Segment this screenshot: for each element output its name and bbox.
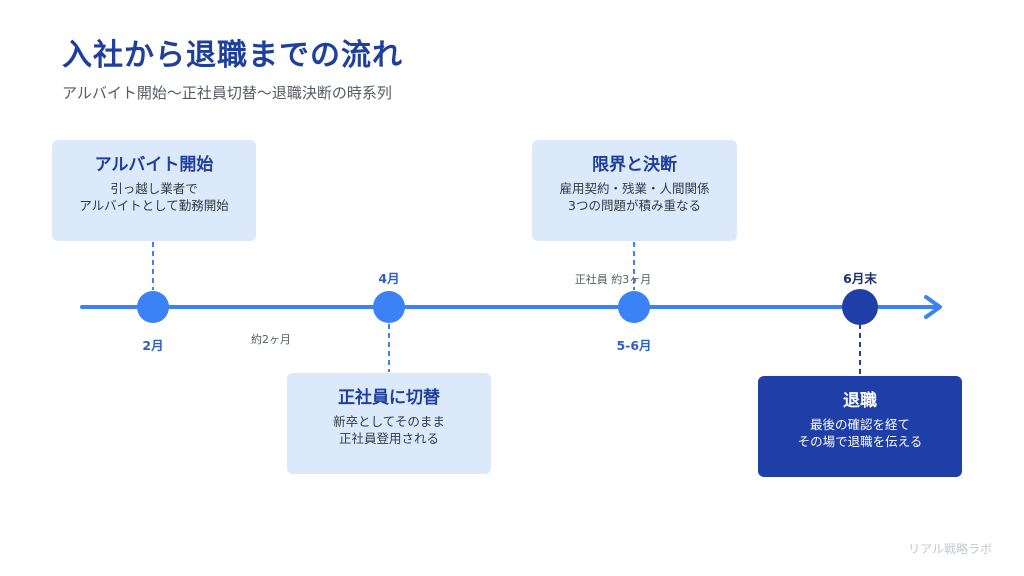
event-title: 正社員に切替 <box>338 388 440 408</box>
event-desc-line: 正社員登用される <box>338 431 439 446</box>
event-box-resignation: 退職 最後の確認を経て その場で退職を伝える <box>758 376 962 477</box>
timeline-arrowhead <box>924 295 942 319</box>
event-desc-line: 最後の確認を経て <box>809 417 910 432</box>
page-title: 入社から退職までの流れ <box>62 38 403 73</box>
milestone-node-3 <box>618 291 650 323</box>
event-title: アルバイト開始 <box>94 155 214 175</box>
milestone-node-2 <box>373 291 405 323</box>
event-desc-line: その場で退職を伝える <box>797 434 923 449</box>
event-desc-line: 雇用契約・残業・人間関係 <box>559 181 710 196</box>
event-desc-line: 引っ越し業者で <box>110 181 198 196</box>
event-box-full-time-switch: 正社員に切替 新卒としてそのまま 正社員登用される <box>287 373 491 474</box>
event-title: 限界と決断 <box>592 155 677 175</box>
event-box-part-time-start: アルバイト開始 引っ越し業者で アルバイトとして勤務開始 <box>52 140 256 241</box>
duration-note-full-time: 正社員 約3ヶ月 <box>574 273 652 286</box>
milestone-node-1 <box>137 291 169 323</box>
date-label: 2月 <box>142 338 164 353</box>
date-label: 6月末 <box>843 271 877 286</box>
date-label: 5-6月 <box>616 338 652 353</box>
brand-watermark: リアル戦略ラボ <box>908 542 992 556</box>
event-box-limit-decision: 限界と決断 雇用契約・残業・人間関係 3つの問題が積み重なる <box>532 140 737 241</box>
event-desc-line: 新卒としてそのまま <box>333 414 445 429</box>
page-subtitle: アルバイト開始〜正社員切替〜退職決断の時系列 <box>62 84 392 102</box>
duration-note-part-time: 約2ヶ月 <box>251 333 291 346</box>
event-desc-line: アルバイトとして勤務開始 <box>79 198 229 213</box>
event-desc-line: 3つの問題が積み重なる <box>568 198 701 213</box>
event-title: 退職 <box>843 391 877 411</box>
milestone-node-4 <box>842 289 878 325</box>
date-label: 4月 <box>378 271 400 286</box>
